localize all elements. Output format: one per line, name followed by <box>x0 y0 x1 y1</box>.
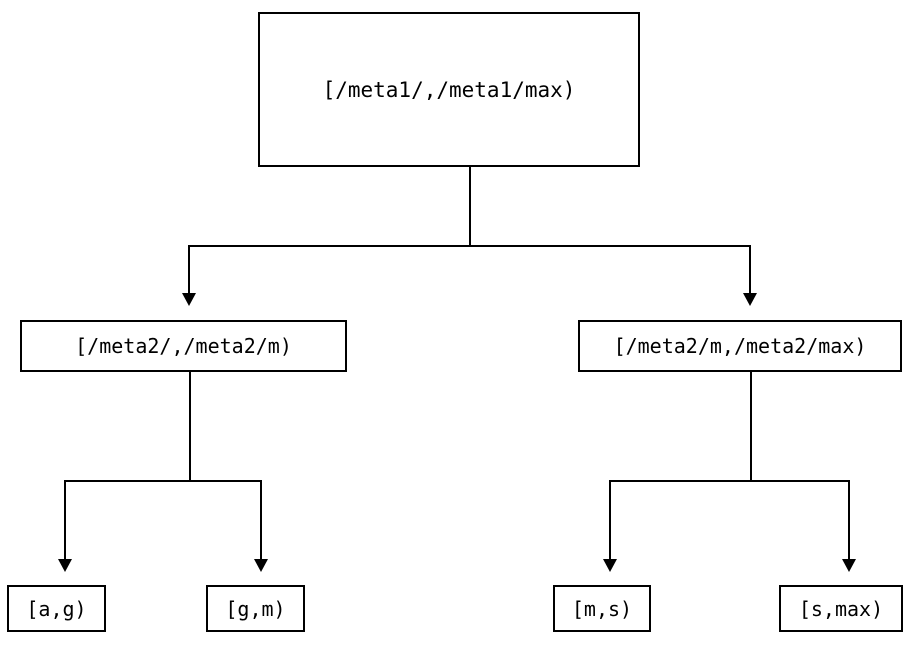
edge-meta2-high-to-leaf-ms-drop <box>609 480 611 559</box>
tree-node-root-label: [/meta1/,/meta1/max) <box>322 77 576 102</box>
edge-meta2-low-crossbar <box>64 480 262 482</box>
edge-meta2-high-to-leaf-smax-drop <box>848 480 850 559</box>
edge-meta2-high-stem <box>750 372 752 481</box>
edge-meta2-low-to-leaf-gm-drop <box>260 480 262 559</box>
tree-node-leaf-ag[interactable]: [a,g) <box>7 585 106 632</box>
tree-node-leaf-smax[interactable]: [s,max) <box>779 585 903 632</box>
tree-node-root[interactable]: [/meta1/,/meta1/max) <box>258 12 640 167</box>
tree-node-meta2-high-label: [/meta2/m,/meta2/max) <box>613 334 867 358</box>
arrowhead-root-to-meta2-high <box>743 293 757 306</box>
tree-node-meta2-high[interactable]: [/meta2/m,/meta2/max) <box>578 320 902 372</box>
tree-node-meta2-low[interactable]: [/meta2/,/meta2/m) <box>20 320 347 372</box>
tree-node-meta2-low-label: [/meta2/,/meta2/m) <box>75 334 292 358</box>
tree-node-leaf-smax-label: [s,max) <box>798 596 884 621</box>
edge-root-stem <box>469 167 471 246</box>
arrowhead-meta2-low-to-leaf-ag <box>58 559 72 572</box>
edge-meta2-low-to-leaf-ag-drop <box>64 480 66 559</box>
tree-node-leaf-ms-label: [m,s) <box>571 596 633 621</box>
tree-node-leaf-ag-label: [a,g) <box>26 596 87 621</box>
edge-root-to-meta2-high-drop <box>749 245 751 293</box>
arrowhead-meta2-low-to-leaf-gm <box>254 559 268 572</box>
edge-root-to-meta2-low-drop <box>188 245 190 293</box>
tree-node-leaf-gm-label: [g,m) <box>225 596 286 621</box>
edge-meta2-high-crossbar <box>609 480 850 482</box>
tree-node-leaf-ms[interactable]: [m,s) <box>553 585 651 632</box>
arrowhead-root-to-meta2-low <box>182 293 196 306</box>
edge-root-crossbar <box>189 245 751 247</box>
edge-meta2-low-stem <box>189 372 191 481</box>
tree-node-leaf-gm[interactable]: [g,m) <box>206 585 305 632</box>
arrowhead-meta2-high-to-leaf-smax <box>842 559 856 572</box>
arrowhead-meta2-high-to-leaf-ms <box>603 559 617 572</box>
